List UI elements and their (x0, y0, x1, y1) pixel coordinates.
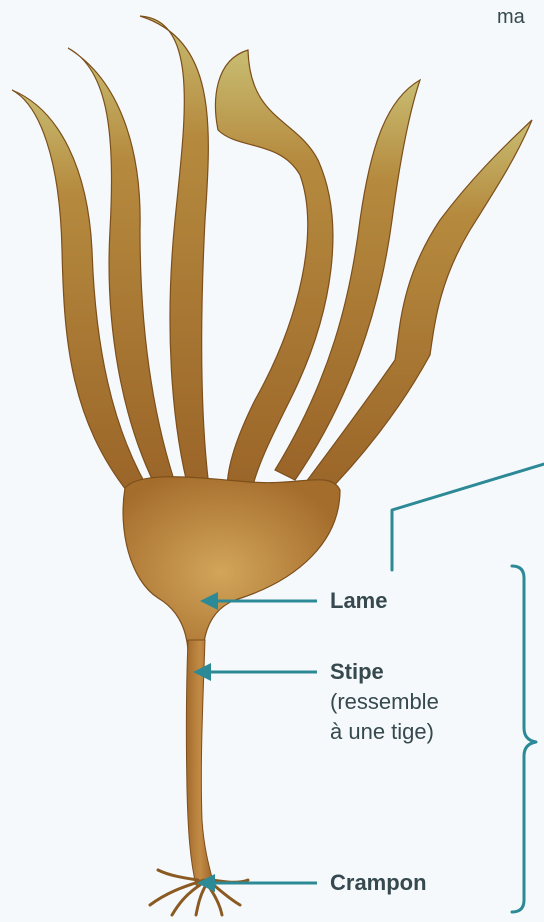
crampon-label: Crampon (330, 868, 427, 898)
leader-line (392, 464, 544, 570)
lame-label: Lame (330, 586, 387, 616)
lame-label-text: Lame (330, 588, 387, 613)
lame-arrow (200, 592, 317, 610)
stipe-arrow (193, 663, 317, 681)
kelp-fronds (12, 16, 532, 500)
stipe-note-line2: à une tige) (330, 717, 439, 747)
stipe-label: Stipe (ressemble à une tige) (330, 657, 439, 747)
crampon-label-text: Crampon (330, 870, 427, 895)
stipe-label-text: Stipe (330, 659, 384, 684)
kelp-blade-base (123, 477, 340, 650)
stipe-note-line1: (ressemble (330, 687, 439, 717)
cropped-text: ma (497, 6, 525, 29)
crampon-arrow (197, 874, 317, 892)
grouping-bracket (512, 566, 536, 912)
frond-6 (300, 120, 532, 500)
